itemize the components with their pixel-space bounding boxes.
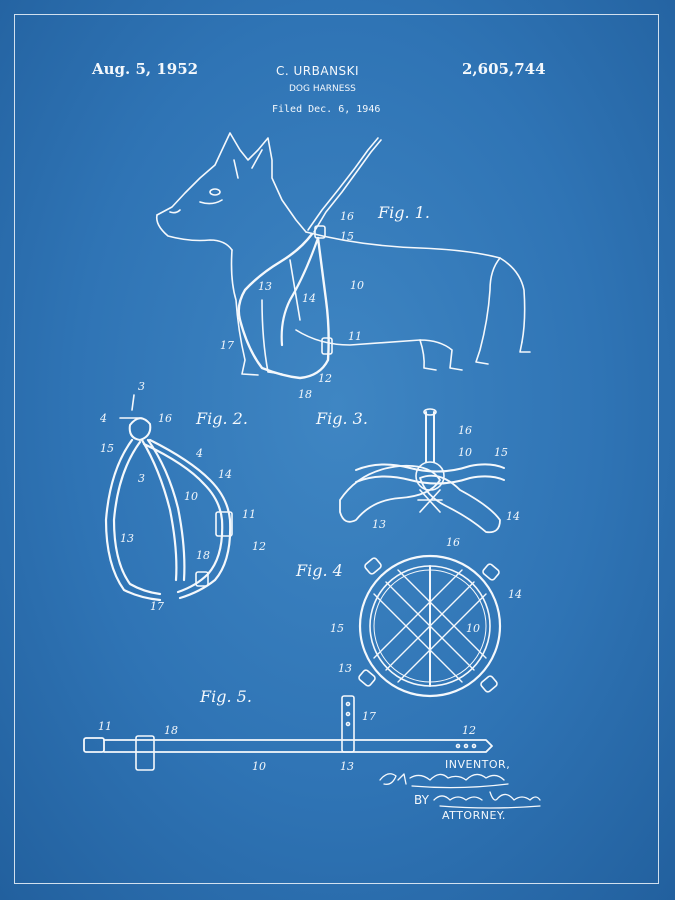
attorney-label: ATTORNEY. <box>442 809 506 822</box>
fig2-num: 12 <box>252 540 266 553</box>
fig1-dog-illustration <box>157 133 530 378</box>
fig1-num: 11 <box>348 330 362 343</box>
fig4-label: Fig. 4 <box>295 561 343 580</box>
fig2-num: 3 <box>138 472 145 485</box>
fig1-num: 13 <box>258 280 272 293</box>
fig3-num: 10 <box>458 446 472 459</box>
fig1-label: Fig. 1. <box>377 203 430 222</box>
fig5-num: 13 <box>340 760 354 773</box>
inventor-signature <box>380 774 508 788</box>
fig5-num: 17 <box>362 710 376 723</box>
fig1-num: 14 <box>302 292 316 305</box>
fig3-num: 13 <box>372 518 386 531</box>
fig5-num: 18 <box>164 724 178 737</box>
attorney-signature <box>434 792 540 808</box>
fig5-num: 12 <box>462 724 476 737</box>
fig3-label: Fig. 3. <box>315 409 368 428</box>
fig5-num: 10 <box>252 760 266 773</box>
fig4-num: 10 <box>466 622 480 635</box>
fig1-num: 18 <box>298 388 312 401</box>
by-label: BY <box>414 793 429 807</box>
fig3-num: 15 <box>494 446 508 459</box>
fig3-num: 14 <box>506 510 520 523</box>
fig5-label: Fig. 5. <box>199 687 252 706</box>
fig2-num: 3 <box>138 380 145 393</box>
fig2-num: 4 <box>99 412 107 425</box>
fig1-num: 15 <box>340 230 354 243</box>
fig2-label: Fig. 2. <box>195 409 248 428</box>
fig5-strap-illustration <box>84 696 492 770</box>
fig2-num: 15 <box>100 442 114 455</box>
fig2-num: 14 <box>218 468 232 481</box>
fig4-num: 14 <box>508 588 522 601</box>
fig2-num: 13 <box>120 532 134 545</box>
fig1-num: 16 <box>340 210 354 223</box>
fig5-num: 11 <box>98 720 112 733</box>
fig2-num: 11 <box>242 508 256 521</box>
fig1-num: 10 <box>350 279 364 292</box>
fig2-num: 10 <box>184 490 198 503</box>
fig2-num: 16 <box>158 412 172 425</box>
fig2-num: 17 <box>150 600 164 613</box>
fig4-num: 16 <box>446 536 460 549</box>
fig4-num: 15 <box>330 622 344 635</box>
fig2-num: 4 <box>195 447 203 460</box>
fig2-num: 18 <box>196 549 210 562</box>
inventor-label: INVENTOR, <box>445 758 510 771</box>
fig1-num: 17 <box>220 339 234 352</box>
fig1-num: 12 <box>318 372 332 385</box>
fig3-num: 16 <box>458 424 472 437</box>
fig4-num: 13 <box>338 662 352 675</box>
